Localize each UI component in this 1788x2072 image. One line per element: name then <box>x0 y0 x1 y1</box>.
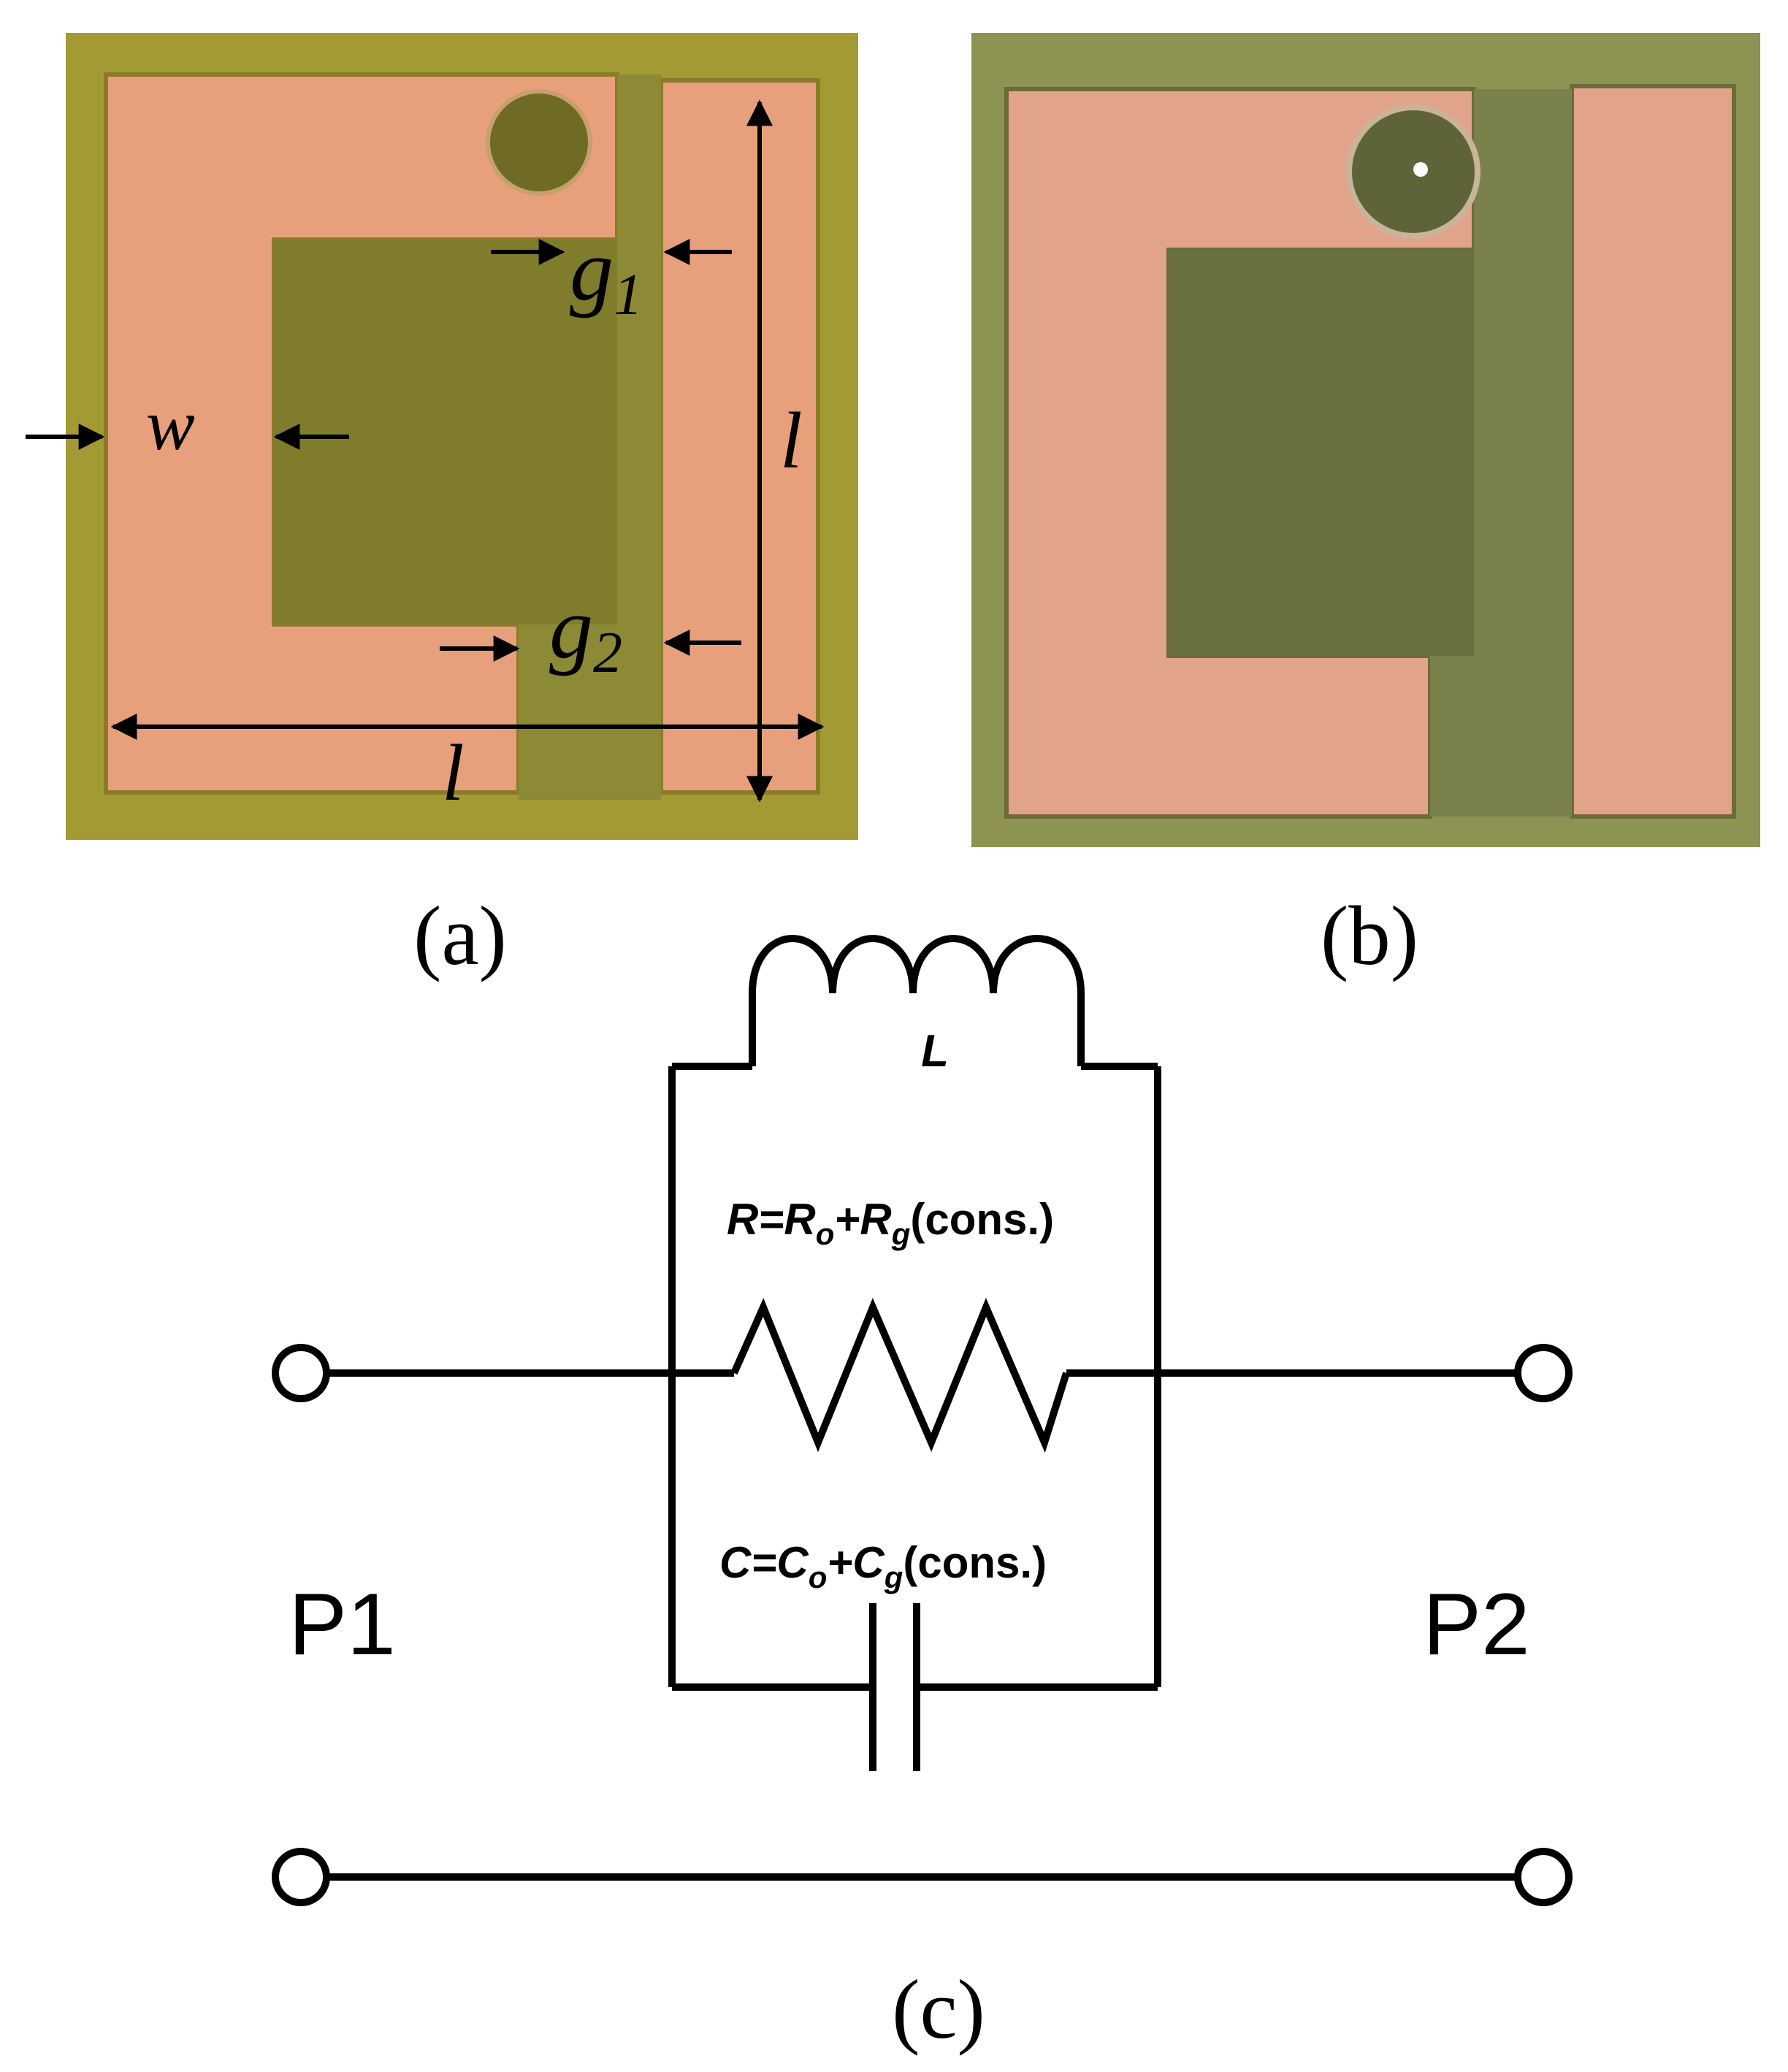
panel-b-via-dot <box>1413 162 1428 177</box>
panel-a-copper-strip <box>659 78 820 795</box>
panel-b-photo <box>971 33 1760 847</box>
port1-bottom-terminal <box>272 1848 330 1906</box>
panel-a-lower-gap <box>519 624 661 800</box>
panel-a-via <box>486 89 592 196</box>
panel-b-lower-gap <box>1430 656 1572 817</box>
l-horizontal-label: l <box>442 728 465 817</box>
panel-a-inner-slot <box>274 240 639 624</box>
g2-label: g2 <box>549 579 622 685</box>
l-vertical-label: l <box>780 396 803 485</box>
circuit-schematic <box>329 935 1516 1881</box>
capacitor-label: C=Co+Cg(cons.) <box>719 1538 1047 1594</box>
port2-label: P2 <box>1423 1575 1530 1673</box>
resistor-symbol <box>730 1298 1070 1453</box>
panel-b-via <box>1346 104 1481 239</box>
port1-top-terminal <box>272 1344 330 1402</box>
port1-label: P1 <box>289 1575 396 1673</box>
inductor-symbol <box>749 935 1085 1066</box>
caption-b: (b) <box>1321 890 1418 982</box>
g1-label: g1 <box>570 221 643 327</box>
w-label: w <box>146 384 195 465</box>
panel-b-copper-strip <box>1570 84 1736 819</box>
port2-bottom-terminal <box>1514 1848 1573 1906</box>
panel-b-inner-slot <box>1169 250 1527 656</box>
caption-a: (a) <box>413 890 507 982</box>
resistor-label: R=Ro+Rg(cons.) <box>727 1195 1054 1251</box>
port2-top-terminal <box>1514 1344 1573 1402</box>
caption-c: (c) <box>892 1963 985 2056</box>
panel-a-photo: g1 g2 w l l <box>26 33 858 840</box>
inductor-label: L <box>921 1026 949 1077</box>
